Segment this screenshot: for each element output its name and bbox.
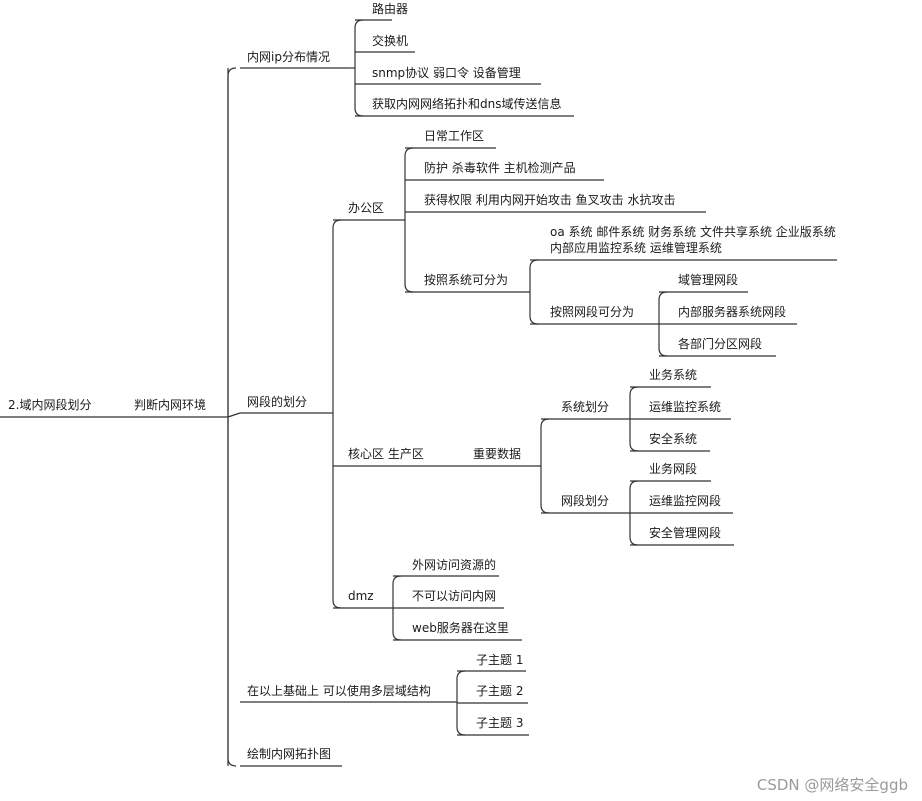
topic-draw-topology[interactable]: 绘制内网拓扑图	[247, 747, 332, 761]
topic-segmentation[interactable]: 网段的划分	[247, 395, 308, 409]
leaf-system-list[interactable]: oa 系统 邮件系统 财务系统 文件共享系统 企业版系统 内部应用监控系统 运维…	[550, 225, 836, 255]
leaf-subtopic-1[interactable]: 子主题 1	[476, 653, 524, 667]
leaf-switch[interactable]: 交换机	[372, 34, 409, 48]
connector-spine	[540, 418, 550, 514]
topic-ip-distribution[interactable]: 内网ip分布情况	[247, 50, 330, 64]
leaf-external-resources[interactable]: 外网访问资源的	[412, 558, 497, 572]
connector-spine	[332, 219, 342, 609]
topic-by-system[interactable]: 按照系统可分为	[424, 273, 509, 287]
leaf-protection[interactable]: 防护 杀毒软件 主机检测产品	[424, 161, 576, 175]
connector-spine	[529, 259, 539, 325]
leaf-security-mgmt-segment[interactable]: 安全管理网段	[649, 526, 722, 540]
leaf-subtopic-2[interactable]: 子主题 2	[476, 684, 524, 698]
leaf-subtopic-3[interactable]: 子主题 3	[476, 716, 524, 730]
watermark: CSDN @网络安全ggb	[756, 776, 908, 794]
leaf-domain-segment[interactable]: 域管理网段	[678, 273, 739, 287]
topic-check-intranet[interactable]: 判断内网环境	[134, 398, 207, 412]
connector-spine	[354, 19, 364, 117]
topic-system-division[interactable]: 系统划分	[561, 400, 610, 414]
topic-network-division[interactable]: 网段划分	[561, 494, 610, 508]
leaf-server-segment[interactable]: 内部服务器系统网段	[678, 305, 787, 319]
leaf-gain-access[interactable]: 获得权限 利用内网开始攻击 鱼叉攻击 水抗攻击	[424, 193, 676, 207]
connector-spine	[629, 386, 639, 452]
leaf-router[interactable]: 路由器	[372, 2, 409, 16]
topic-office-zone[interactable]: 办公区	[348, 201, 385, 215]
connector-spine	[404, 147, 414, 293]
topic-multi-domain[interactable]: 在以上基础上 可以使用多层域结构	[247, 684, 431, 698]
connector-spine	[392, 575, 402, 641]
root-topic[interactable]: 2.域内网段划分	[8, 398, 92, 412]
topic-core-zone[interactable]: 核心区 生产区	[348, 447, 424, 461]
connector-spine	[456, 670, 466, 736]
leaf-department-segment[interactable]: 各部门分区网段	[678, 337, 763, 351]
leaf-no-intranet-access[interactable]: 不可以访问内网	[412, 589, 497, 603]
topic-important-data[interactable]: 重要数据	[473, 447, 522, 461]
connector-spine	[629, 480, 639, 546]
topic-by-segment[interactable]: 按照网段可分为	[550, 305, 635, 319]
leaf-business-segment[interactable]: 业务网段	[649, 462, 698, 476]
leaf-ops-monitor-system[interactable]: 运维监控系统	[649, 400, 722, 414]
leaf-ops-monitor-segment[interactable]: 运维监控网段	[649, 494, 722, 508]
connector-line	[227, 412, 241, 418]
topic-dmz[interactable]: dmz	[348, 589, 374, 603]
leaf-business-system[interactable]: 业务系统	[649, 368, 698, 382]
leaf-daily-work[interactable]: 日常工作区	[424, 129, 485, 143]
leaf-snmp[interactable]: snmp协议 弱口令 设备管理	[372, 66, 521, 80]
connector-spine	[658, 291, 668, 357]
leaf-security-system[interactable]: 安全系统	[649, 432, 698, 446]
leaf-topology-dns[interactable]: 获取内网网络拓扑和dns域传送信息	[372, 97, 562, 111]
leaf-web-server-here[interactable]: web服务器在这里	[412, 621, 509, 635]
